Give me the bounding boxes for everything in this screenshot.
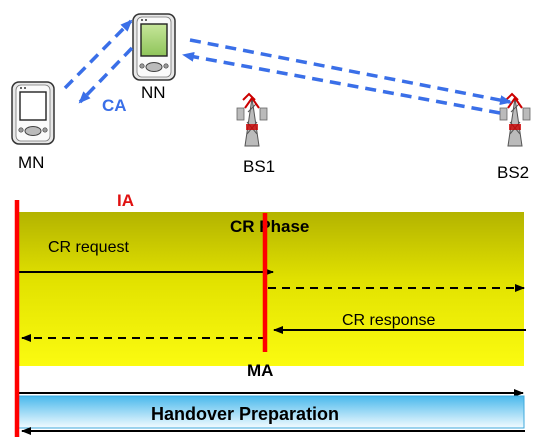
bs1-cell-tower-icon [236,92,268,147]
mn-pda-icon [11,81,55,145]
cr-response-label: CR response [342,312,435,329]
nn-label: NN [141,83,166,102]
cr-phase-title: CR Phase [230,217,309,236]
bs2-cell-tower-icon [499,92,531,147]
bs2-label: BS2 [497,163,529,182]
nn-pda-icon [132,13,176,81]
ca-label: CA [102,96,127,115]
mn-to-nn-arrow [63,19,133,90]
ia-label: IA [117,191,134,210]
ma-label: MA [247,361,273,380]
handover-preparation-label: Handover Preparation [151,404,339,424]
nn-to-mn-arrow [78,46,134,104]
handover-preparation-bar [17,395,525,429]
mn-label: MN [18,153,44,172]
bs2-to-nn-arrow [182,51,501,115]
bs1-label: BS1 [243,157,275,176]
cr-request-label: CR request [48,239,129,256]
nn-to-bs2-arrow [189,38,512,106]
